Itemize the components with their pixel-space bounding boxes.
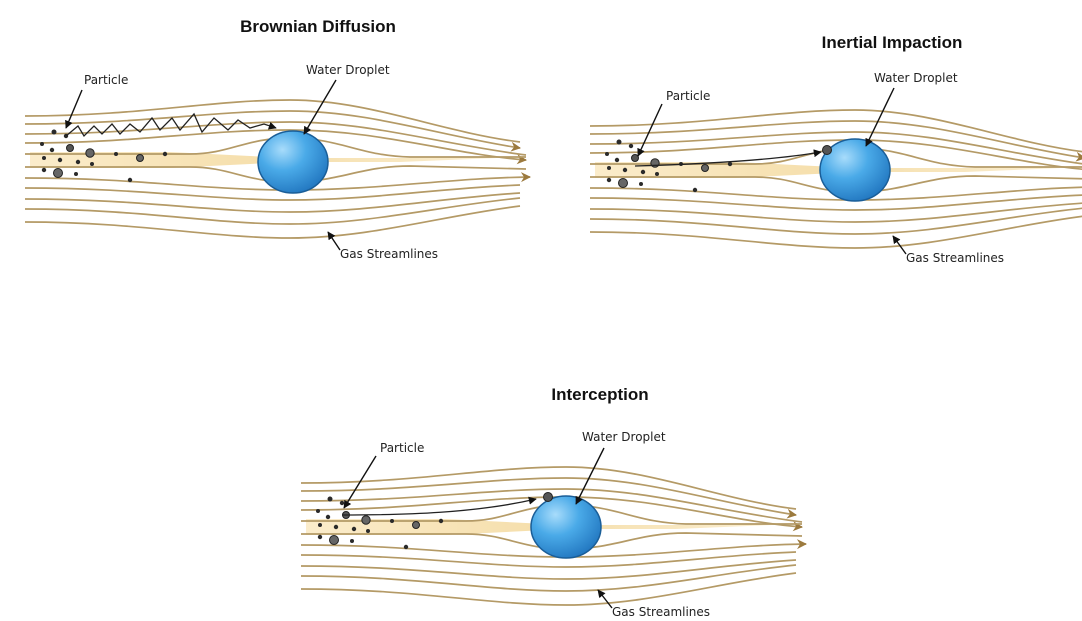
streamline-bundle-inertial	[590, 110, 1082, 248]
pointer-droplet-brownian	[304, 80, 336, 134]
label-droplet-interception: Water Droplet	[582, 430, 666, 444]
streamline-bundle-interception	[301, 467, 806, 605]
label-particle-interception: Particle	[380, 441, 424, 455]
interception-particle-path	[342, 499, 536, 515]
panel-brownian-diffusion: Brownian Diffusion Particle Water Drople…	[25, 17, 530, 261]
panel-title-inertial: Inertial Impaction	[822, 33, 963, 52]
label-droplet-inertial: Water Droplet	[874, 71, 958, 85]
label-streamlines-inertial: Gas Streamlines	[906, 251, 1004, 265]
label-droplet-brownian: Water Droplet	[306, 63, 390, 77]
water-droplet-interception	[531, 496, 601, 558]
intercepted-particle	[544, 493, 553, 502]
impacted-particle-inertial	[823, 146, 832, 155]
label-particle-brownian: Particle	[84, 73, 128, 87]
water-droplet-brownian	[258, 131, 328, 193]
label-streamlines-brownian: Gas Streamlines	[340, 247, 438, 261]
streamline-bundle-brownian	[25, 100, 530, 238]
panel-inertial-impaction: Inertial Impaction Particle Water Drople…	[590, 33, 1082, 265]
pointer-droplet-interception	[576, 448, 604, 504]
panel-title-brownian: Brownian Diffusion	[240, 17, 396, 36]
pointer-particle-inertial	[638, 104, 662, 156]
pointer-streamlines-interception	[598, 590, 612, 608]
panel-title-interception: Interception	[551, 385, 648, 404]
panel-interception: Interception Particle Water Droplet Gas …	[301, 385, 806, 619]
label-particle-inertial: Particle	[666, 89, 710, 103]
label-streamlines-interception: Gas Streamlines	[612, 605, 710, 619]
pointer-droplet-inertial	[866, 88, 894, 146]
